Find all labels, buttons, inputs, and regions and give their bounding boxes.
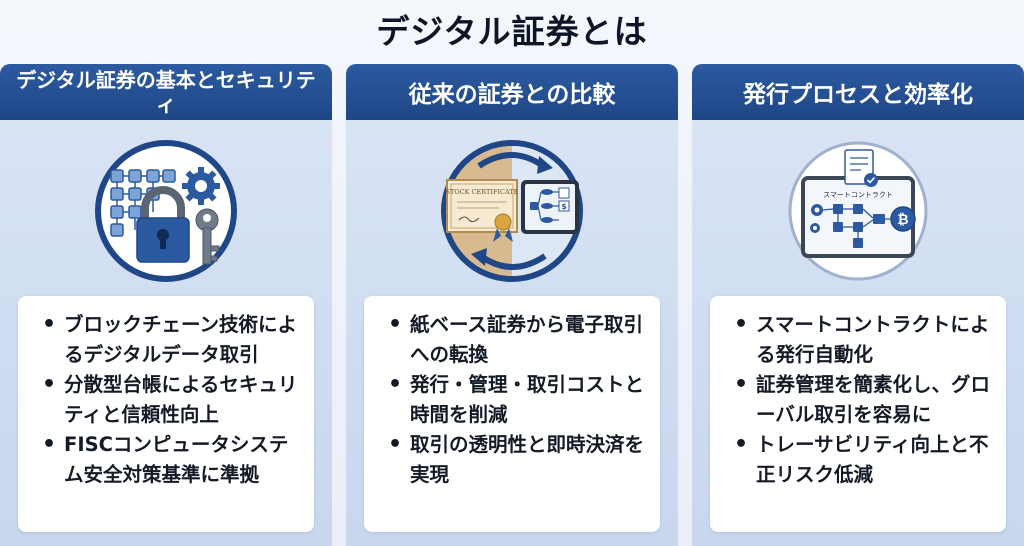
sparkle-icon <box>972 494 1002 524</box>
card-basics-security: デジタル証券の基本とセキュリティ <box>0 64 332 546</box>
list-item: ブロックチェーン技術によるデジタルデータ取引 <box>38 310 302 370</box>
card-issuance-process: 発行プロセスと効率化 スマートコントラクト <box>692 64 1024 546</box>
card-heading: 従来の証券との比較 <box>346 64 678 120</box>
list-item: 紙ベース証券から電子取引への転換 <box>384 310 648 370</box>
card-heading: 発行プロセスと効率化 <box>692 64 1024 120</box>
card-comparison: 従来の証券との比較 STOCK CERTIFICATE <box>346 64 678 546</box>
list-item: トレーサビリティ向上と不正リスク低減 <box>730 430 994 490</box>
bullet-list: ブロックチェーン技術によるデジタルデータ取引 分散型台帳によるセキュリティと信頼… <box>18 296 314 532</box>
bullet-list: スマートコントラクトによる発行自動化 証券管理を簡素化し、グローバル取引を容易に… <box>710 296 1006 532</box>
card-heading: デジタル証券の基本とセキュリティ <box>0 64 332 120</box>
list-item: 取引の透明性と即時決済を実現 <box>384 430 648 490</box>
list-item: 発行・管理・取引コストと時間を削減 <box>384 370 648 430</box>
certificate-label: STOCK CERTIFICATE <box>446 188 519 196</box>
svg-text:$: $ <box>561 202 567 211</box>
blockchain-lock-key-icon <box>93 138 239 284</box>
list-item: 証券管理を簡素化し、グローバル取引を容易に <box>730 370 994 430</box>
list-item: 分散型台帳によるセキュリティと信頼性向上 <box>38 370 302 430</box>
page-title: デジタル証券とは <box>376 12 648 51</box>
bullet-list: 紙ベース証券から電子取引への転換 発行・管理・取引コストと時間を削減 取引の透明… <box>364 296 660 532</box>
list-item: スマートコントラクトによる発行自動化 <box>730 310 994 370</box>
list-item: FISCコンピュータシステム安全対策基準に準拠 <box>38 430 302 490</box>
certificate-to-tablet-icon: STOCK CERTIFICATE <box>439 138 585 284</box>
svg-text:₿: ₿ <box>897 212 908 228</box>
smart-contract-label: スマートコントラクト <box>823 191 893 199</box>
smart-contract-flow-icon: スマートコントラクト <box>785 138 931 284</box>
